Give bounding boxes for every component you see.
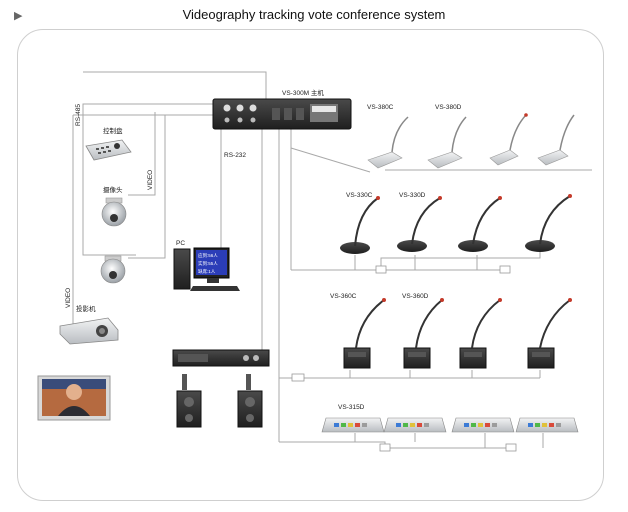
microphone-icon <box>340 196 380 254</box>
ptz-camera-icon <box>100 255 126 284</box>
microphone-icon <box>403 298 444 369</box>
keyboard-controller-icon <box>85 139 132 161</box>
voting-unit-icon <box>321 417 385 433</box>
rs232-label: RS-232 <box>224 152 246 159</box>
row1-label-a: VS-380C <box>367 104 394 111</box>
tv-icon <box>37 375 111 421</box>
video-label-camera: VIDEO <box>147 170 154 190</box>
projector-icon <box>59 317 119 345</box>
microphone-icon <box>458 196 502 252</box>
pc-label: PC <box>176 240 185 247</box>
microphone-icon <box>525 194 572 252</box>
row4-label-a: VS-315D <box>338 404 365 411</box>
microphone-icon <box>427 116 467 169</box>
speaker-icon <box>237 374 263 428</box>
microphone-icon <box>367 116 409 169</box>
microphone-icon <box>343 298 386 369</box>
microphone-icon <box>537 114 575 166</box>
row1-label-b: VS-380D <box>435 104 462 111</box>
projector-label: 投影机 <box>76 304 96 313</box>
voting-unit-icon <box>383 417 447 433</box>
row3-label-b: VS-360D <box>402 293 429 300</box>
pc-screen-line-3: 缺席:1人 <box>198 268 216 275</box>
mixer-host-icon <box>212 98 352 130</box>
voting-unit-icon <box>515 417 579 433</box>
host-label: VS-300M 主机 <box>282 88 324 97</box>
pc-screen-line-1: 应到:56人 <box>198 252 218 259</box>
microphone-icon <box>397 196 442 252</box>
voting-unit-icon <box>451 417 515 433</box>
rs485-label: RS-485 <box>75 104 82 126</box>
speaker-icon <box>176 374 202 428</box>
microphone-icon <box>489 113 528 166</box>
row2-label-a: VS-330C <box>346 192 373 199</box>
microphone-icon <box>459 298 502 369</box>
row2-label-b: VS-330D <box>399 192 426 199</box>
ptz-camera-icon <box>101 197 127 227</box>
row3-label-a: VS-360C <box>330 293 357 300</box>
play-triangle-icon: ▶ <box>14 10 23 22</box>
pc-screen-line-2: 实到:55人 <box>198 260 218 267</box>
page-title: Videography tracking vote conference sys… <box>182 7 446 22</box>
pc-icon <box>173 247 240 291</box>
cable-connectors <box>291 265 517 452</box>
video-label-projector: VIDEO <box>65 288 72 308</box>
camera-label: 摄像头 <box>103 185 123 194</box>
amplifier-icon <box>172 349 270 367</box>
microphone-icon <box>527 298 572 369</box>
controller-label: 控制盘 <box>103 126 123 135</box>
